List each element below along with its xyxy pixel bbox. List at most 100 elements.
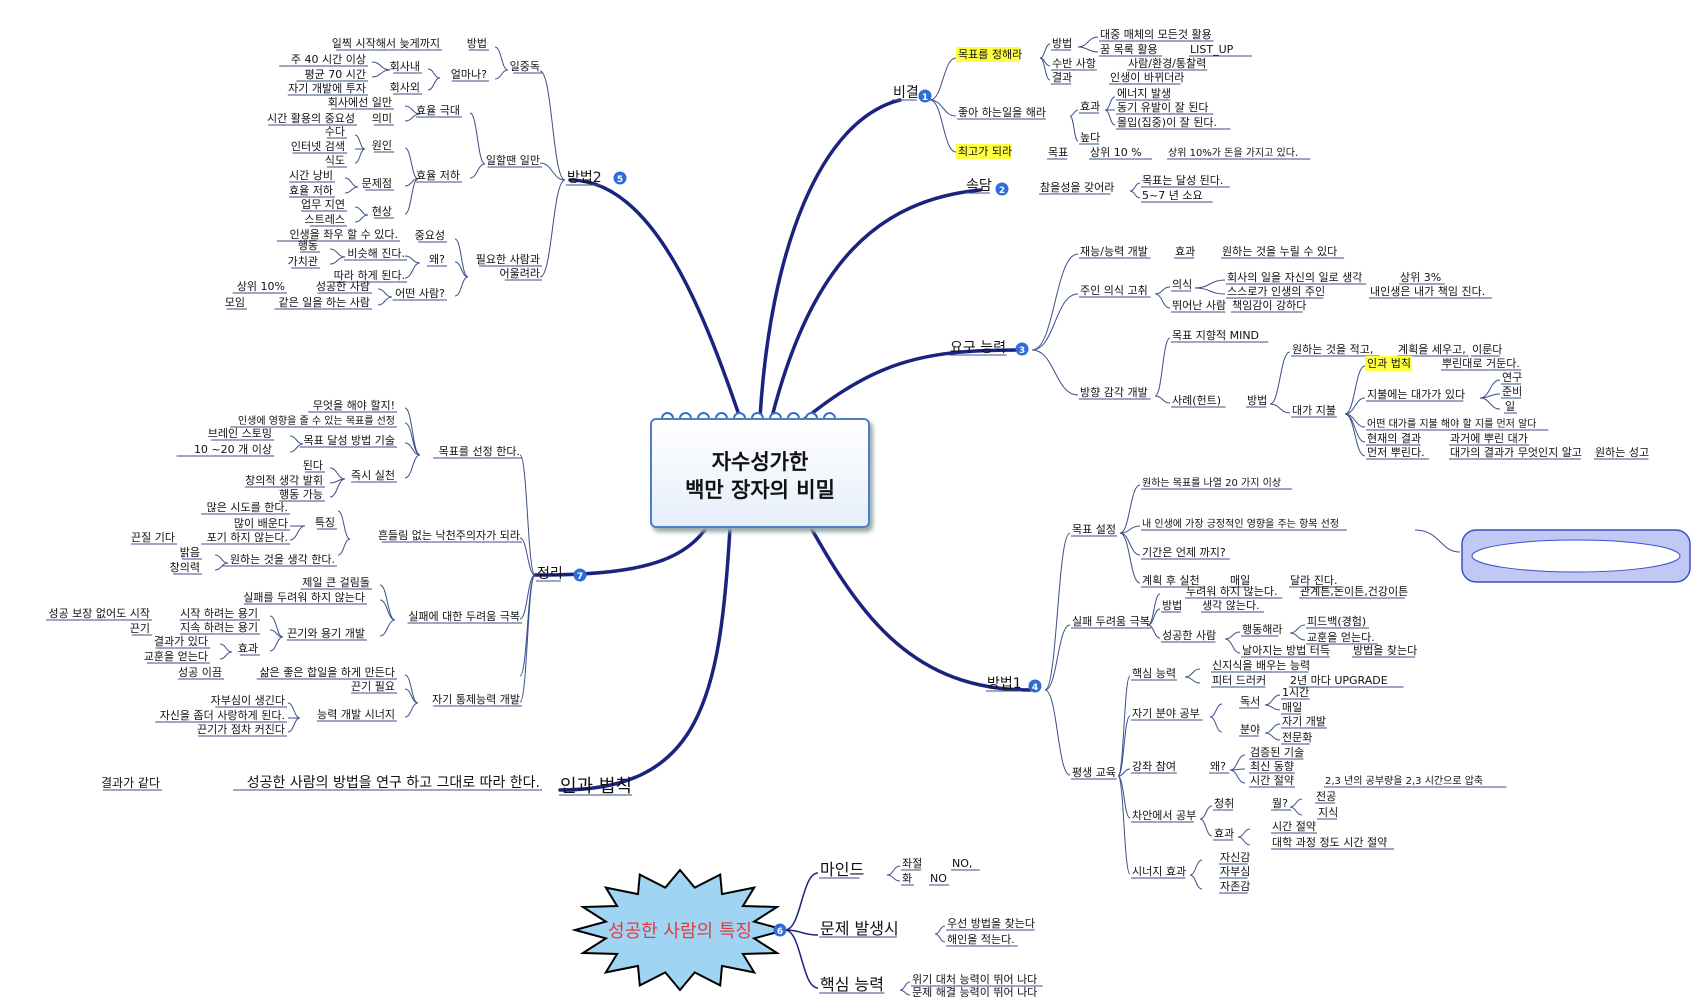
node-label[interactable]: 자존감 (1220, 880, 1250, 893)
node-label[interactable]: 효과 (238, 642, 258, 655)
node-label[interactable]: 효율 저하 (289, 183, 333, 197)
node-label[interactable]: 된다 (303, 459, 323, 472)
node-label[interactable]: 지불에는 대가가 있다 (1367, 388, 1465, 401)
node-label[interactable]: 스스로가 인생의 주인 (1227, 285, 1325, 298)
node-label[interactable]: 어떤 대가를 지불 해야 할 지를 먼저 알다 (1367, 417, 1536, 430)
node-label[interactable]: 성공한 사람의 방법을 연구 하고 그대로 따라 한다. (247, 775, 540, 791)
node-label[interactable]: 대가의 결과가 무엇인지 알고 (1450, 445, 1582, 459)
node-label[interactable]: 사람/환경/통찰력 (1128, 57, 1206, 70)
node-label[interactable]: 즉시 실천 (351, 468, 395, 482)
node-label[interactable]: 2,3 년의 공부량을 2,3 시간으로 압축 (1325, 774, 1483, 787)
node-label[interactable]: 원인 (372, 139, 392, 152)
node-label[interactable]: 끈기가 점차 커진다 (197, 723, 285, 736)
node-label[interactable]: 행동 (298, 239, 318, 252)
node-label[interactable]: 효과 (1175, 245, 1195, 258)
node-label[interactable]: 목표를 선정 한다. (439, 445, 520, 458)
node-label[interactable]: 자신을 좀더 사랑하게 된다. (160, 708, 285, 722)
node-label[interactable]: 방법을 찾는다 (1353, 644, 1417, 657)
node-label[interactable]: 성공 보장 없어도 시작 (48, 607, 150, 620)
node-label[interactable]: 차안에서 공부 (1132, 809, 1196, 822)
node-label[interactable]: 실패에 대한 두려움 극복 (408, 610, 520, 623)
node-label[interactable]: 시간 활용의 중요성 (267, 111, 355, 125)
node-label[interactable]: 목표 달성 방법 기술 (304, 434, 395, 447)
node-label[interactable]: 분야 (1240, 723, 1260, 736)
node-label[interactable]: 목표 설정 (1072, 523, 1116, 536)
node-label[interactable]: 상위 10 % (1090, 146, 1142, 159)
node-label[interactable]: 왜? (429, 253, 445, 266)
branch-label[interactable]: 방법2 (567, 170, 602, 186)
node-label[interactable]: 생각 않는다. (1202, 599, 1260, 612)
node-label[interactable]: 실패를 두려워 하지 않는다 (243, 590, 365, 604)
node-label[interactable]: 재능/능력 개발 (1080, 245, 1148, 258)
node-label[interactable]: 자부심 (1220, 865, 1250, 878)
node-label[interactable]: 일중독 (510, 59, 540, 73)
node-label[interactable]: LIST_UP (1190, 43, 1234, 56)
node-label[interactable]: 10 ~20 개 이상 (194, 443, 272, 456)
node-label[interactable]: 인생에 영향을 줄 수 있는 목표를 선정 (238, 415, 395, 427)
node-label[interactable]: 회사의 일을 자신의 일로 생각 (1227, 270, 1362, 284)
node-label[interactable]: 얼마나? (451, 67, 487, 81)
node-label[interactable]: 피드백(경험) (1307, 615, 1366, 628)
node-label[interactable]: NO (930, 872, 947, 885)
node-label[interactable]: 삶은 좋은 합일을 하게 만든다 (260, 665, 395, 679)
branch-label[interactable]: 속담 (966, 178, 992, 194)
node-label[interactable]: 좋아 하는일을 해라 (958, 105, 1046, 119)
node-label[interactable]: 흔들림 없는 낙천주의자가 되라 (378, 528, 520, 542)
node-label[interactable]: 회사외 (390, 81, 420, 94)
node-label[interactable]: 중요성 (415, 229, 445, 242)
node-label[interactable]: 화 (902, 872, 912, 885)
node-label[interactable]: 지속 하려는 용기 (180, 620, 258, 634)
node-label[interactable]: 평생 교육 (1072, 766, 1116, 779)
node-label[interactable]: 식도 (325, 154, 345, 167)
node-label[interactable]: 끈질 기다 (131, 531, 175, 544)
node-label[interactable]: 지식 (1318, 806, 1338, 819)
node-label[interactable]: 모임 (225, 296, 245, 309)
node-label[interactable]: 연구 (1502, 371, 1522, 384)
node-label[interactable]: 문제점 (362, 177, 392, 190)
node-label[interactable]: 내인생은 내가 책임 진다. (1370, 285, 1485, 298)
node-label[interactable]: 많이 배운다 (234, 517, 288, 530)
node-label[interactable]: 결과가 같다 (101, 776, 160, 790)
node-label[interactable]: 자기 분야 공부 (1132, 707, 1200, 720)
node-label[interactable]: 목표를 정해라 (958, 47, 1022, 61)
node-label[interactable]: 필요한 사람과 (476, 253, 540, 266)
node-label[interactable]: 핵심 능력 (1132, 667, 1176, 680)
node-label[interactable]: 대가 지불 (1292, 404, 1336, 417)
node-label[interactable]: 결과가 있다 (154, 635, 208, 648)
node-label[interactable]: 효과 (1214, 827, 1234, 840)
node-label[interactable]: 제일 큰 걸림돌 (302, 575, 370, 589)
node-label[interactable]: 매일 (1230, 573, 1250, 587)
node-label[interactable]: 능력 개발 시너지 (317, 708, 395, 721)
node-label[interactable]: 청취 (1214, 797, 1234, 810)
node-label[interactable]: 인생을 좌우 할 수 있다. (289, 228, 398, 241)
node-label[interactable]: 시간 절약 (1250, 773, 1294, 787)
node-label[interactable]: 먼저 뿌린다. (1367, 446, 1425, 459)
node-label[interactable]: 좌절 (902, 857, 922, 870)
branch-label[interactable]: 비결 (893, 85, 919, 101)
node-label[interactable]: 시간 절약 (1272, 819, 1316, 833)
node-label[interactable]: 스트레스 (305, 213, 345, 226)
node-label[interactable]: 준비 (1502, 385, 1522, 398)
node-label[interactable]: 브레인 스토밍 (208, 427, 272, 440)
node-label[interactable]: 일할땐 일만 (486, 153, 540, 167)
node-label[interactable]: 두려워 하지 않는다. (1186, 584, 1277, 598)
node-label[interactable]: 끈기 (130, 622, 150, 635)
node-label[interactable]: 인터넷 검색 (291, 140, 345, 153)
node-label[interactable]: 몰입(집중)이 잘 된다. (1117, 116, 1217, 129)
node-label[interactable]: 실패 두려움 극복 (1072, 615, 1150, 628)
node-label[interactable]: 업무 지연 (301, 198, 345, 211)
node-label[interactable]: 검증된 기술 (1250, 746, 1304, 759)
node-label[interactable]: 끈기 필요 (351, 680, 395, 693)
node-label[interactable]: 피터 드러커 (1212, 674, 1266, 687)
node-label[interactable]: 수다 (325, 125, 345, 138)
node-label[interactable]: 행동 가능 (279, 488, 323, 501)
node-label[interactable]: 평균 70 시간 (305, 68, 366, 81)
node-label[interactable]: 원하는 것을 누릴 수 있다 (1222, 244, 1337, 258)
node-label[interactable]: 매일 (1282, 700, 1302, 714)
node-label[interactable]: 회사내 (390, 60, 420, 73)
branch-label[interactable]: 정리 (537, 566, 563, 582)
node-label[interactable]: 계획을 세우고, (1398, 343, 1466, 356)
node-label[interactable]: 우선 방법을 찾는다 (947, 917, 1035, 930)
node-label[interactable]: 성공 이끔 (178, 666, 222, 679)
node-label[interactable]: 교훈을 얻는다. (1307, 631, 1375, 644)
